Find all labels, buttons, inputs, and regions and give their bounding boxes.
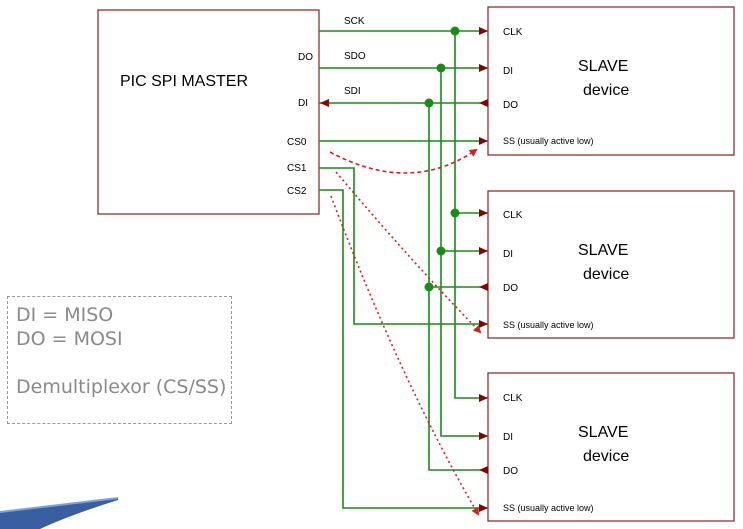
wire-sdi-vertical [428, 103, 488, 471]
slave-pin-do: DO [503, 466, 518, 477]
arrow-right [479, 504, 488, 512]
slave-pin-clk: CLK [503, 210, 523, 221]
slave-pin-do: DO [503, 100, 518, 111]
legend-line-demux: Demultiplexor (CS/SS) [16, 376, 227, 398]
pin-arrows [320, 27, 488, 512]
slave-label-1: SLAVE [578, 424, 628, 441]
wire-label-sdo: SDO [344, 51, 366, 62]
arrow-left [320, 99, 329, 107]
master-pin-cs2: CS2 [287, 186, 307, 197]
arrow-right [479, 209, 488, 217]
arrow-right [479, 137, 488, 145]
legend-box: DI = MISO DO = MOSI Demultiplexor (CS/SS… [7, 296, 232, 424]
junction-dot [450, 208, 460, 218]
arrow-right [479, 64, 488, 72]
slave-pin-ss: SS (usually active low) [503, 320, 594, 330]
slave-device-3: CLK DI DO SS (usually active low) SLAVE … [487, 372, 735, 522]
slave-label-2: device [583, 82, 629, 99]
arrow-right [479, 394, 488, 402]
slave-pin-di: DI [503, 249, 513, 260]
junction-dot [436, 246, 446, 256]
slave-pin-di: DI [503, 432, 513, 443]
master-pin-di: DI [298, 98, 308, 109]
slave-box [487, 6, 735, 156]
wire-sdo-vertical [440, 68, 488, 437]
arrow-left [479, 99, 488, 107]
slave-pin-ss: SS (usually active low) [503, 136, 594, 146]
wire-label-sck: SCK [344, 16, 365, 27]
slide-swoosh-decoration [0, 498, 118, 529]
slave-pin-clk: CLK [503, 393, 523, 404]
master-box [97, 9, 320, 215]
wire-label-sdi: SDI [344, 86, 361, 97]
select-arrow-cs0 [329, 148, 478, 174]
junction-dot [424, 282, 434, 292]
slave-device-2: CLK DI DO SS (usually active low) SLAVE … [487, 190, 735, 339]
arrow-right [479, 247, 488, 255]
arrow-left [479, 283, 488, 291]
arrow-right [479, 432, 488, 440]
slave-device-1: CLK DI DO SS (usually active low) SLAVE … [487, 6, 735, 156]
master-pin-cs1: CS1 [287, 163, 307, 174]
master-title: PIC SPI MASTER [120, 73, 248, 90]
slave-box [487, 372, 735, 522]
slave-pin-clk: CLK [503, 27, 523, 38]
wire-sck-vertical [454, 31, 488, 399]
junction-dot [450, 26, 460, 36]
slide-swoosh-highlight [0, 497, 119, 513]
legend-line-mosi: DO = MOSI [16, 328, 123, 350]
select-arrow-cs2 [330, 195, 480, 516]
junction-dots [424, 26, 460, 292]
slave-label-1: SLAVE [578, 242, 628, 259]
slave-label-2: device [583, 448, 629, 465]
slave-pin-di: DI [503, 66, 513, 77]
select-arrow-cs1 [335, 171, 482, 334]
wire-cs1 [319, 167, 488, 325]
slave-label-1: SLAVE [578, 58, 628, 75]
master-pin-do: DO [298, 52, 313, 63]
slave-label-2: device [583, 266, 629, 283]
slave-pin-do: DO [503, 283, 518, 294]
select-arrows [329, 148, 482, 516]
arrow-left [479, 466, 488, 474]
wire-cs2 [319, 189, 488, 509]
junction-dot [424, 98, 434, 108]
arrow-right [479, 27, 488, 35]
legend-spacer [16, 351, 231, 375]
arrow-right [479, 320, 488, 328]
slave-pin-ss: SS (usually active low) [503, 503, 594, 513]
legend-line-miso: DI = MISO [16, 304, 114, 326]
junction-dot [436, 63, 446, 73]
bus-wires [319, 30, 488, 509]
master-pin-cs0: CS0 [287, 137, 307, 148]
slave-box [487, 190, 735, 339]
